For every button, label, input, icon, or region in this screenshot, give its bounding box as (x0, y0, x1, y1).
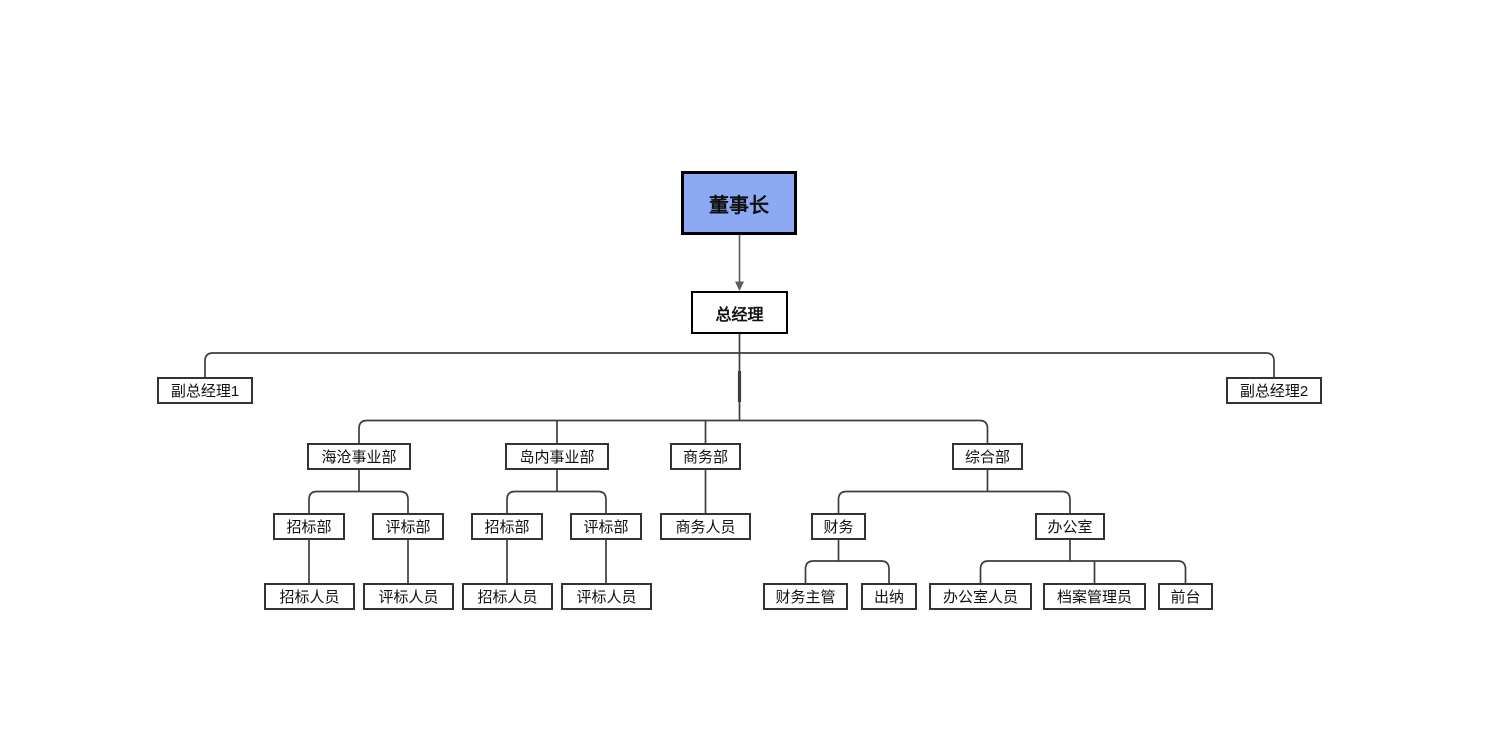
node-finance-supervisor[interactable]: 财务主管 (763, 583, 848, 610)
node-evaluation-staff-1[interactable]: 评标人员 (363, 583, 454, 610)
node-evaluation-dept-1[interactable]: 评标部 (372, 513, 444, 540)
node-bidding-dept-2[interactable]: 招标部 (471, 513, 543, 540)
node-finance[interactable]: 财务 (811, 513, 866, 540)
node-bidding-staff-2[interactable]: 招标人员 (462, 583, 553, 610)
edge-haicang-children (308, 470, 409, 513)
node-archives-manager[interactable]: 档案管理员 (1043, 583, 1146, 610)
node-cashier[interactable]: 出纳 (861, 583, 917, 610)
edge-zonghe-children (837, 470, 1071, 513)
node-haicang-division[interactable]: 海沧事业部 (307, 443, 411, 470)
edge-daonei-children (506, 470, 607, 513)
node-general-affairs-dept[interactable]: 综合部 (952, 443, 1023, 470)
node-business-dept[interactable]: 商务部 (670, 443, 741, 470)
node-chairman[interactable]: 董事长 (681, 171, 797, 235)
node-office[interactable]: 办公室 (1035, 513, 1105, 540)
node-deputy-gm-1[interactable]: 副总经理1 (157, 377, 253, 404)
node-business-staff[interactable]: 商务人员 (660, 513, 751, 540)
node-reception[interactable]: 前台 (1158, 583, 1213, 610)
edge-gm-to-departments (358, 419, 989, 443)
node-daonei-division[interactable]: 岛内事业部 (505, 443, 609, 470)
node-deputy-gm-2[interactable]: 副总经理2 (1226, 377, 1322, 404)
node-office-staff[interactable]: 办公室人员 (929, 583, 1032, 610)
edge-bangongshi-children (979, 540, 1187, 583)
node-bidding-dept-1[interactable]: 招标部 (273, 513, 345, 540)
arrowhead-gm (735, 281, 744, 291)
edge-caiwu-children (804, 540, 890, 583)
node-evaluation-dept-2[interactable]: 评标部 (570, 513, 642, 540)
node-evaluation-staff-2[interactable]: 评标人员 (561, 583, 652, 610)
node-bidding-staff-1[interactable]: 招标人员 (264, 583, 355, 610)
node-general-manager[interactable]: 总经理 (691, 291, 788, 334)
